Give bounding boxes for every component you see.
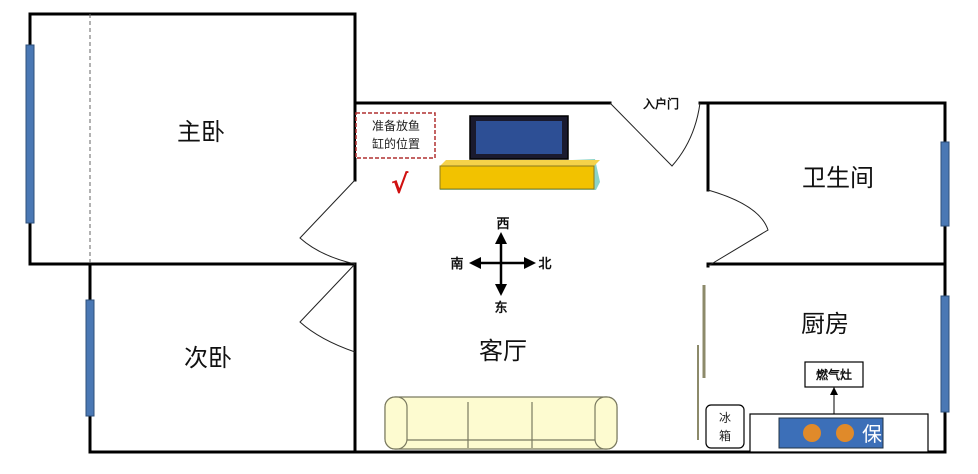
fish-tank-note-line1: 准备放鱼 xyxy=(372,118,420,133)
entrance-label: 入户门 xyxy=(643,96,679,111)
bathroom-door xyxy=(707,189,769,267)
entrance-door xyxy=(609,102,701,167)
compass-west: 西 xyxy=(496,217,509,232)
second-bedroom-label: 次卧 xyxy=(184,344,232,372)
stove-label: 燃气灶 xyxy=(816,367,852,382)
bathroom-label: 卫生间 xyxy=(802,164,874,192)
stove xyxy=(778,417,884,449)
stove-pointer-head xyxy=(830,387,838,395)
tv-screen xyxy=(476,121,562,154)
kitchen-label: 厨房 xyxy=(801,310,849,338)
window-master-bedroom xyxy=(25,44,35,224)
fridge-label-line1: 冰 xyxy=(719,411,731,425)
tv-stand-top xyxy=(440,160,600,166)
master-bedroom-label: 主卧 xyxy=(177,118,225,146)
compass-north: 北 xyxy=(538,257,551,272)
window-bathroom xyxy=(940,141,950,227)
sofa xyxy=(384,396,618,450)
watermark-text: 保 xyxy=(862,422,882,446)
compass xyxy=(469,232,536,296)
master-bedroom-door xyxy=(299,179,356,265)
stove-burners xyxy=(803,424,854,442)
living-room-label: 客厅 xyxy=(479,337,527,365)
windows xyxy=(25,44,950,417)
fridge xyxy=(705,404,745,449)
fish-tank-note-box xyxy=(355,112,436,159)
compass-south: 南 xyxy=(450,256,463,272)
fish-tank-note-line2: 缸的位置 xyxy=(372,136,420,151)
doors xyxy=(299,102,769,353)
fridge-label-line2: 箱 xyxy=(719,428,731,443)
tv-set xyxy=(439,115,600,190)
second-bedroom-door xyxy=(299,263,356,353)
check-mark: √ xyxy=(391,170,409,200)
compass-east: 东 xyxy=(494,300,507,316)
tv-stand xyxy=(439,165,595,190)
window-second-bedroom xyxy=(85,299,95,417)
window-kitchen xyxy=(940,295,950,413)
